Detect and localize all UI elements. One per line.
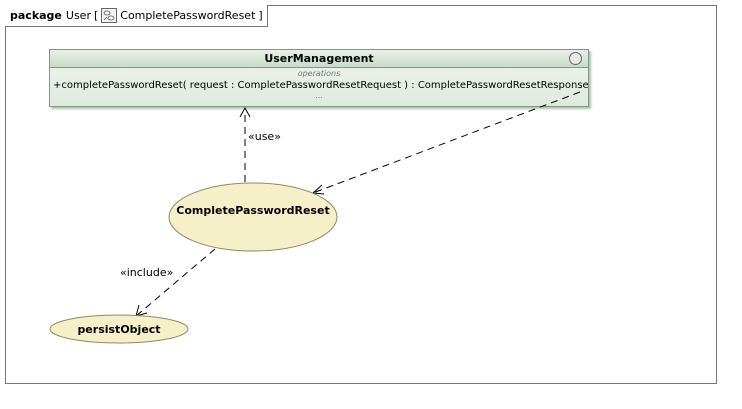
- frame-keyword: package: [10, 9, 62, 22]
- class-header: UserManagement: [50, 50, 588, 68]
- frame-open-bracket: [: [93, 9, 99, 22]
- frame-tab: package User [ CompletePasswordReset ]: [5, 5, 268, 27]
- frame-package-name: User: [65, 9, 91, 22]
- class-to-usecase-arrowhead: [311, 184, 325, 195]
- class-name: UserManagement: [264, 52, 374, 65]
- class-usermanagement[interactable]: UserManagement operations +completePassw…: [49, 49, 589, 107]
- use-dependency-arrowhead: [239, 106, 251, 118]
- use-case-diagram-icon: [101, 8, 118, 23]
- operations-more: ...: [315, 91, 323, 100]
- usecase-persist-object-label: persistObject: [77, 323, 160, 336]
- usecase-persist-object[interactable]: [49, 314, 189, 344]
- usecase-complete-password-reset[interactable]: [168, 182, 338, 252]
- include-label: «include»: [120, 266, 173, 279]
- usecase-complete-password-reset-label: CompletePasswordReset: [176, 204, 329, 217]
- operations-compartment-title: operations: [297, 69, 341, 78]
- frame-diagram-name: CompletePasswordReset: [120, 9, 256, 22]
- frame-close-bracket: ]: [258, 9, 263, 22]
- class-circle-icon: [569, 52, 582, 65]
- diagram-frame: [5, 5, 717, 384]
- include-line[interactable]: [135, 248, 216, 317]
- use-label: «use»: [248, 130, 281, 143]
- operation-complete-password-reset[interactable]: +completePasswordReset( request : Comple…: [53, 80, 588, 91]
- class-to-usecase-line[interactable]: [312, 91, 581, 194]
